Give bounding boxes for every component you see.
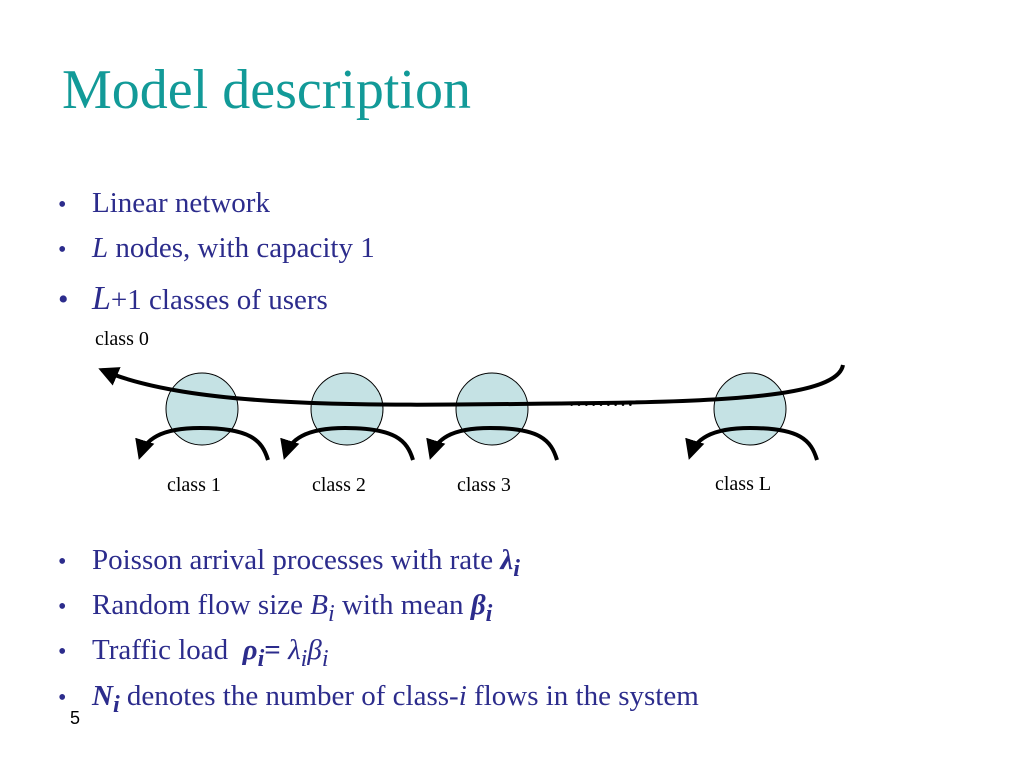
slide-title: Model description	[62, 59, 472, 121]
bullet-text: Traffic load	[92, 634, 243, 666]
math-B: B	[310, 589, 328, 621]
bullet-linear-network: • Linear network	[58, 186, 270, 222]
bullet-dot: •	[58, 549, 67, 575]
math-sub-i: i	[257, 644, 265, 672]
bullet-text: Random flow size	[92, 589, 311, 621]
math-L: L	[92, 232, 109, 264]
node-label-3: class 3	[457, 474, 511, 496]
node-circle-1	[165, 372, 239, 446]
math-sub-i: i	[327, 599, 335, 627]
math-i: i	[458, 680, 467, 712]
bullet-dot: •	[58, 192, 67, 218]
bullet-dot: •	[58, 594, 67, 620]
bullet-text: +1 classes of users	[110, 284, 328, 316]
math-rho: ρ	[242, 634, 258, 666]
node-label-1: class 1	[167, 474, 221, 496]
bullet-nodes: • L nodes, with capacity 1	[58, 231, 375, 267]
node-circle-2	[310, 372, 384, 446]
node-label-2: class 2	[312, 474, 366, 496]
bullet-text: Poisson arrival processes with rate	[92, 544, 501, 576]
classL-arrow	[685, 425, 819, 461]
bullet-dot: •	[58, 639, 67, 665]
bullet-ni: • Ni denotes the number of class-i flows …	[58, 679, 699, 722]
class1-arrow	[135, 425, 270, 461]
bullet-poisson: • Poisson arrival processes with rate λi	[58, 543, 520, 586]
slide-number: 5	[70, 708, 81, 728]
bullet-text: flows in the system	[466, 680, 699, 712]
math-sub-i: i	[321, 644, 329, 672]
class2-arrow	[280, 425, 415, 461]
node-label-L: class L	[715, 473, 771, 495]
math-beta: β	[470, 589, 486, 621]
bullet-text: with mean	[334, 589, 471, 621]
bullet-dot: •	[58, 283, 69, 316]
math-equals: =	[264, 634, 289, 666]
math-lambda: λ	[288, 634, 301, 666]
bullet-text: denotes the number of class-	[119, 680, 459, 712]
ellipsis: ………	[568, 386, 634, 411]
bullet-dot: •	[58, 237, 67, 263]
bullet-dot: •	[58, 685, 67, 711]
math-sub-i: i	[300, 644, 308, 672]
math-L: L	[92, 280, 111, 317]
math-lambda: λ	[500, 544, 514, 576]
math-sub-i: i	[112, 690, 120, 718]
bullet-text: Linear network	[92, 187, 270, 219]
bullet-text: nodes, with capacity 1	[108, 232, 375, 264]
math-sub-i: i	[513, 554, 520, 582]
bullet-traffic-load: •Traffic load ρi= λiβi	[58, 633, 329, 676]
class0-arrow	[98, 364, 845, 407]
class0-label: class 0	[95, 328, 149, 350]
bullet-classes: • L+1 classes of users	[58, 282, 328, 317]
node-circle-L	[713, 372, 787, 446]
math-beta: β	[307, 634, 322, 666]
node-circle-3	[455, 372, 529, 446]
class3-arrow	[426, 425, 559, 461]
math-sub-i: i	[485, 599, 493, 627]
bullet-flow-size: •Random flow size Bi with mean βi	[58, 588, 492, 631]
math-N: N	[92, 680, 113, 712]
